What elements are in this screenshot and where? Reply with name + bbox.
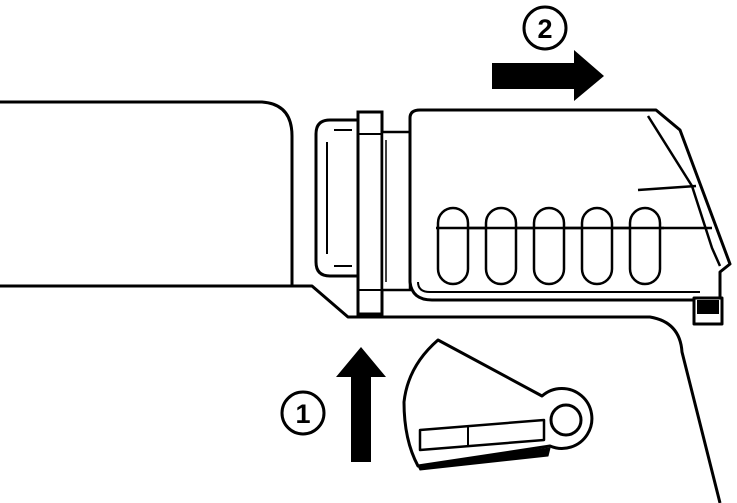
battery-grip-ridges bbox=[436, 206, 664, 286]
step2-badge: 2 bbox=[522, 5, 568, 51]
step1-number: 1 bbox=[295, 399, 310, 429]
release-latch bbox=[402, 338, 594, 471]
step1-arrow-up-icon bbox=[336, 347, 386, 462]
step2-number: 2 bbox=[537, 14, 552, 44]
tool-handle-outline bbox=[0, 284, 722, 503]
step1-badge: 1 bbox=[280, 390, 326, 436]
step2-arrow-right-icon bbox=[492, 50, 604, 101]
coupling-plate bbox=[356, 110, 412, 316]
tool-main-body bbox=[0, 100, 294, 288]
coupling-ring-small bbox=[314, 118, 360, 278]
